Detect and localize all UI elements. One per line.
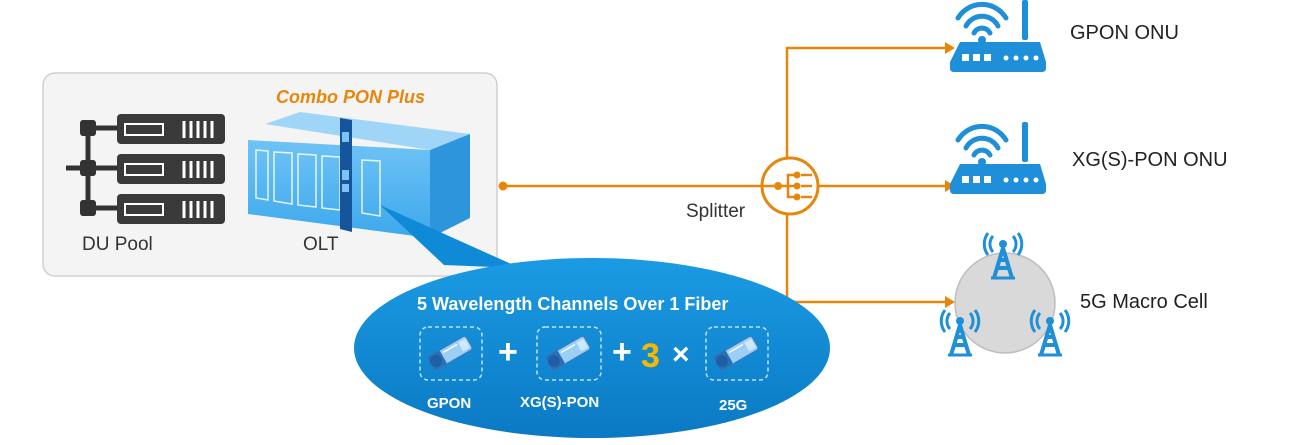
du-pool-servers-icon <box>66 114 225 224</box>
multiplier-value: 3 <box>641 337 660 375</box>
gpon-onu: GPON ONU <box>950 0 1179 72</box>
module-label: XG(S)-PON <box>520 394 599 411</box>
olt-label: OLT <box>303 234 339 255</box>
callout-title: 5 Wavelength Channels Over 1 Fiber <box>417 294 728 314</box>
router-icon <box>950 0 1046 72</box>
fiber-lines <box>503 46 945 304</box>
olt-panel: Combo PON Plus <box>42 72 498 277</box>
arrow-macro-cell-icon <box>945 296 955 308</box>
wavelength-callout: 5 Wavelength Channels Over 1 Fiber GPON … <box>354 205 830 438</box>
macro-cell-label: 5G Macro Cell <box>1080 291 1208 313</box>
olt-device-icon <box>248 112 470 238</box>
plus-icon: + <box>612 333 632 371</box>
module-25g: 25G <box>705 326 769 414</box>
arrow-gpon-icon <box>945 42 955 54</box>
module-label: 25G <box>719 397 747 414</box>
module-gpon: GPON <box>419 326 483 412</box>
xgs-pon-onu-label: XG(S)-PON ONU <box>1072 149 1228 171</box>
module-label: GPON <box>427 395 471 412</box>
fiber-to-macro-cell <box>785 212 945 304</box>
fiber-end-dot <box>498 181 508 191</box>
module-xgs-pon: XG(S)-PON <box>520 326 602 411</box>
product-name: Combo PON Plus <box>276 87 425 107</box>
plus-icon: + <box>498 333 518 371</box>
times-icon: × <box>672 338 690 371</box>
xgs-pon-onu: XG(S)-PON ONU <box>950 122 1228 194</box>
fiber-to-gpon <box>785 46 945 160</box>
splitter-label: Splitter <box>686 201 746 222</box>
splitter-icon <box>760 156 820 216</box>
macro-cell: 5G Macro Cell <box>939 231 1208 357</box>
router-icon <box>950 122 1046 194</box>
du-pool-label: DU Pool <box>82 234 153 255</box>
gpon-onu-label: GPON ONU <box>1070 22 1179 44</box>
